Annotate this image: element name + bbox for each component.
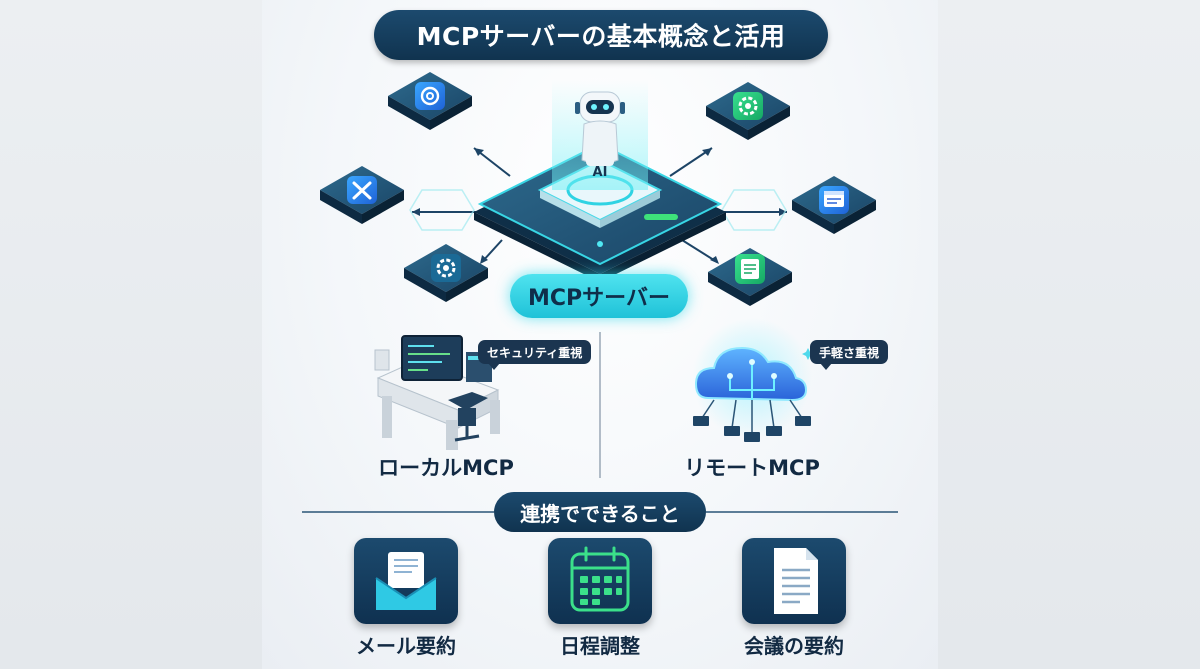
infographic: MCPサーバーの基本概念と活用 [262,0,938,669]
local-mcp-label: ローカルMCP [378,456,514,480]
remote-mcp-label: リモートMCP [684,456,820,480]
use-case-card-mail [354,538,458,624]
node-openai [388,72,472,130]
use-case-label-calendar: 日程調整 [560,634,640,658]
browser-window-icon [824,191,844,207]
use-cases-title: 連携でできること [494,492,706,532]
document-icon [741,259,759,279]
calendar-icon [570,546,630,612]
use-case-label-meeting: 会議の要約 [744,634,844,658]
left-margin [0,0,262,669]
gear-icon [738,96,758,116]
node-gear-top [706,82,790,140]
node-tools [320,166,404,224]
local-tagline-bubble: セキュリティ重視 [478,340,592,370]
page-title: MCPサーバーの基本概念と活用 [374,10,828,60]
node-gear-bottom [404,244,488,302]
node-browser [792,176,876,234]
node-document [708,248,792,306]
tools-icon [352,181,372,200]
robot-icon [575,91,625,166]
ai-chip-label: AI [593,165,608,180]
connector-lines [412,147,787,263]
use-case-card-calendar [548,538,652,624]
right-margin [938,0,1200,669]
connector-arrowheads [412,148,787,264]
openai-logo-icon [420,86,440,106]
remote-tagline-bubble: 手軽さ重視 [810,340,889,370]
document-icon [774,548,818,614]
use-case-card-meeting [742,538,846,624]
mail-icon [375,552,437,610]
hub-diagram: AI [302,72,898,513]
gear-icon [436,258,456,278]
hex-accents [409,189,787,231]
mcp-server-label: MCPサーバー [510,274,688,318]
cloud-illustration [692,318,814,442]
use-case-label-mail: メール要約 [356,634,456,658]
